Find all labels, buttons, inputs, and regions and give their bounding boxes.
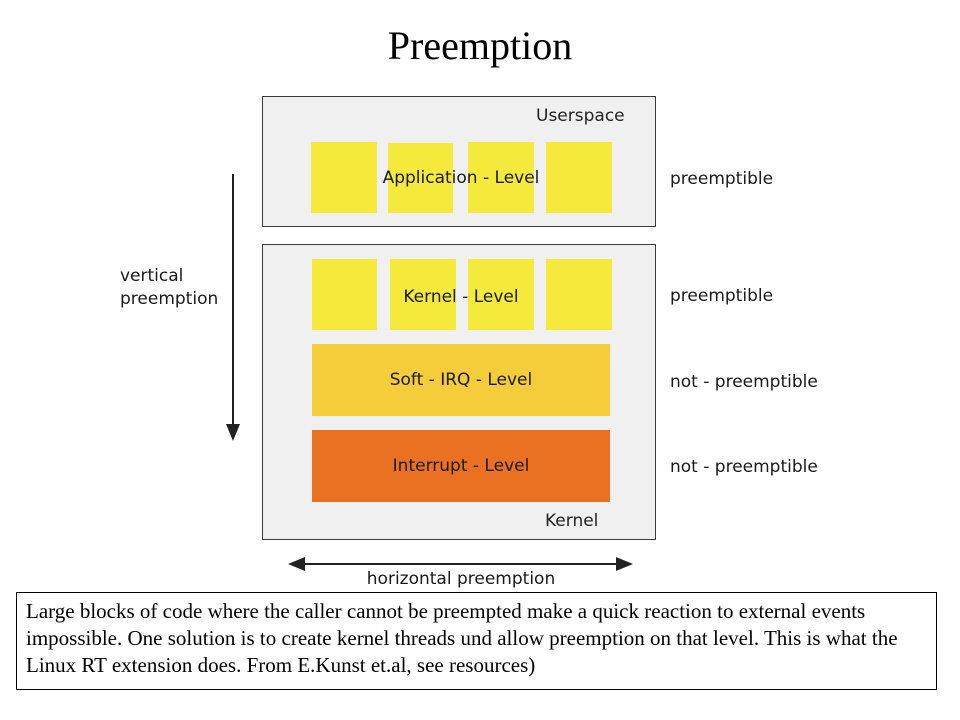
- interrupt-status: not - preemptible: [670, 457, 818, 477]
- vertical-preemption-label: vertical preemption: [120, 265, 218, 311]
- application-block-4: [546, 142, 612, 213]
- interrupt-level-band: Interrupt - Level: [312, 430, 610, 502]
- application-status: preemptible: [670, 169, 774, 189]
- kernel-block-3: [468, 259, 534, 330]
- page-title: Preemption: [387, 23, 573, 68]
- kernel-block-2: [390, 259, 456, 330]
- horizontal-arrow: [288, 557, 633, 571]
- caption-box: Large blocks of code where the caller ca…: [16, 592, 937, 690]
- vertical-label-line2: preemption: [120, 289, 219, 309]
- horizontal-preemption-label: horizontal preemption: [366, 569, 556, 589]
- kernel-block-1: [312, 259, 377, 330]
- application-level-label: Application - Level: [382, 168, 540, 188]
- kernel-label: Kernel: [545, 511, 599, 531]
- soft-irq-status: not - preemptible: [670, 372, 818, 392]
- vertical-arrow: [226, 174, 240, 441]
- kernel-block-4: [546, 259, 612, 330]
- application-block-2: [388, 143, 453, 213]
- vertical-label-line1: vertical: [120, 266, 184, 286]
- application-block-1: [311, 142, 377, 213]
- kernel-level-label: Kernel - Level: [403, 287, 519, 307]
- kernel-level-status: preemptible: [670, 286, 774, 306]
- userspace-label: Userspace: [536, 106, 625, 126]
- soft-irq-level-band: Soft - IRQ - Level: [312, 344, 610, 416]
- application-block-3: [468, 142, 534, 213]
